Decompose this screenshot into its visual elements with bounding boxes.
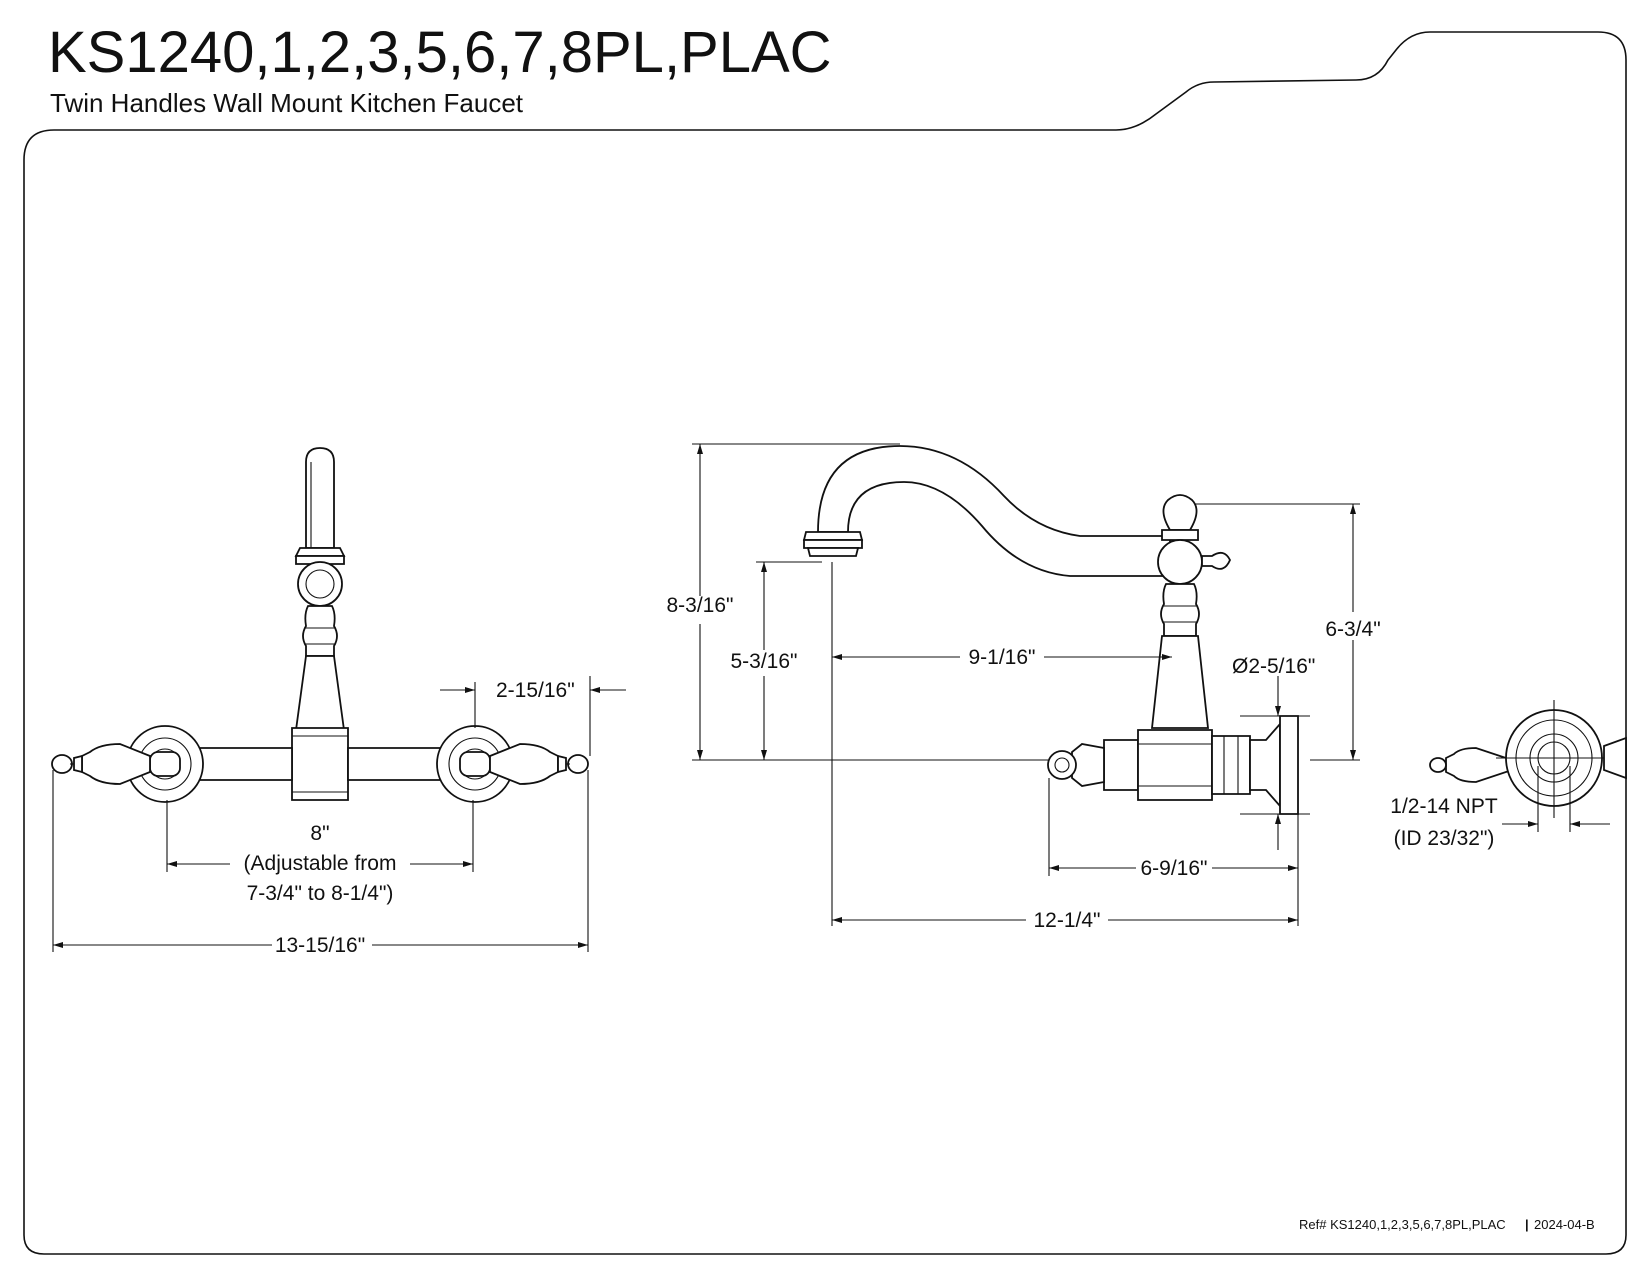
dim-thread-size: 1/2-14 NPT: [1390, 795, 1498, 818]
header: KS1240,1,2,3,5,6,7,8PL,PLAC Twin Handles…: [48, 20, 832, 118]
dim-overall-width: 13-15/16": [275, 934, 365, 957]
dim-overall-depth: 12-1/4": [1034, 909, 1101, 932]
front-view: 2-15/16" 8" (Adjustable from 7-3/4" to 8…: [51, 447, 626, 957]
dim-center-note-2: 7-3/4" to 8-1/4"): [247, 882, 394, 905]
dim-flange-diameter: Ø2-5/16": [1232, 655, 1315, 678]
dim-spout-height: 8-3/16": [667, 594, 734, 617]
dim-body-depth: 6-9/16": [1141, 857, 1208, 880]
dim-body-height: 6-3/4": [1325, 618, 1380, 641]
connection-view: 1/2-14 NPT (ID 23/32"): [1390, 700, 1627, 850]
dim-center-note-1: (Adjustable from: [244, 852, 397, 875]
ref-label: Ref# KS1240,1,2,3,5,6,7,8PL,PLAC: [1299, 1217, 1506, 1232]
page-subtitle: Twin Handles Wall Mount Kitchen Faucet: [50, 88, 524, 118]
ref-separator: |: [1525, 1217, 1529, 1232]
dim-spout-reach: 9-1/16": [969, 646, 1036, 669]
dim-inner-diameter: (ID 23/32"): [1394, 827, 1495, 850]
ref-revision: 2024-04-B: [1534, 1217, 1595, 1232]
side-view: 8-3/16" 5-3/16" 9-1/16" Ø2-5/16" 6-3/4" …: [667, 443, 1381, 932]
footer: Ref# KS1240,1,2,3,5,6,7,8PL,PLAC | 2024-…: [1299, 1217, 1595, 1232]
dim-center-value: 8": [310, 822, 329, 845]
dim-spout-clearance: 5-3/16": [731, 650, 798, 673]
drawing-frame: [23, 31, 1627, 1255]
page-title: KS1240,1,2,3,5,6,7,8PL,PLAC: [48, 20, 832, 85]
dim-handle-offset: 2-15/16": [496, 679, 575, 702]
